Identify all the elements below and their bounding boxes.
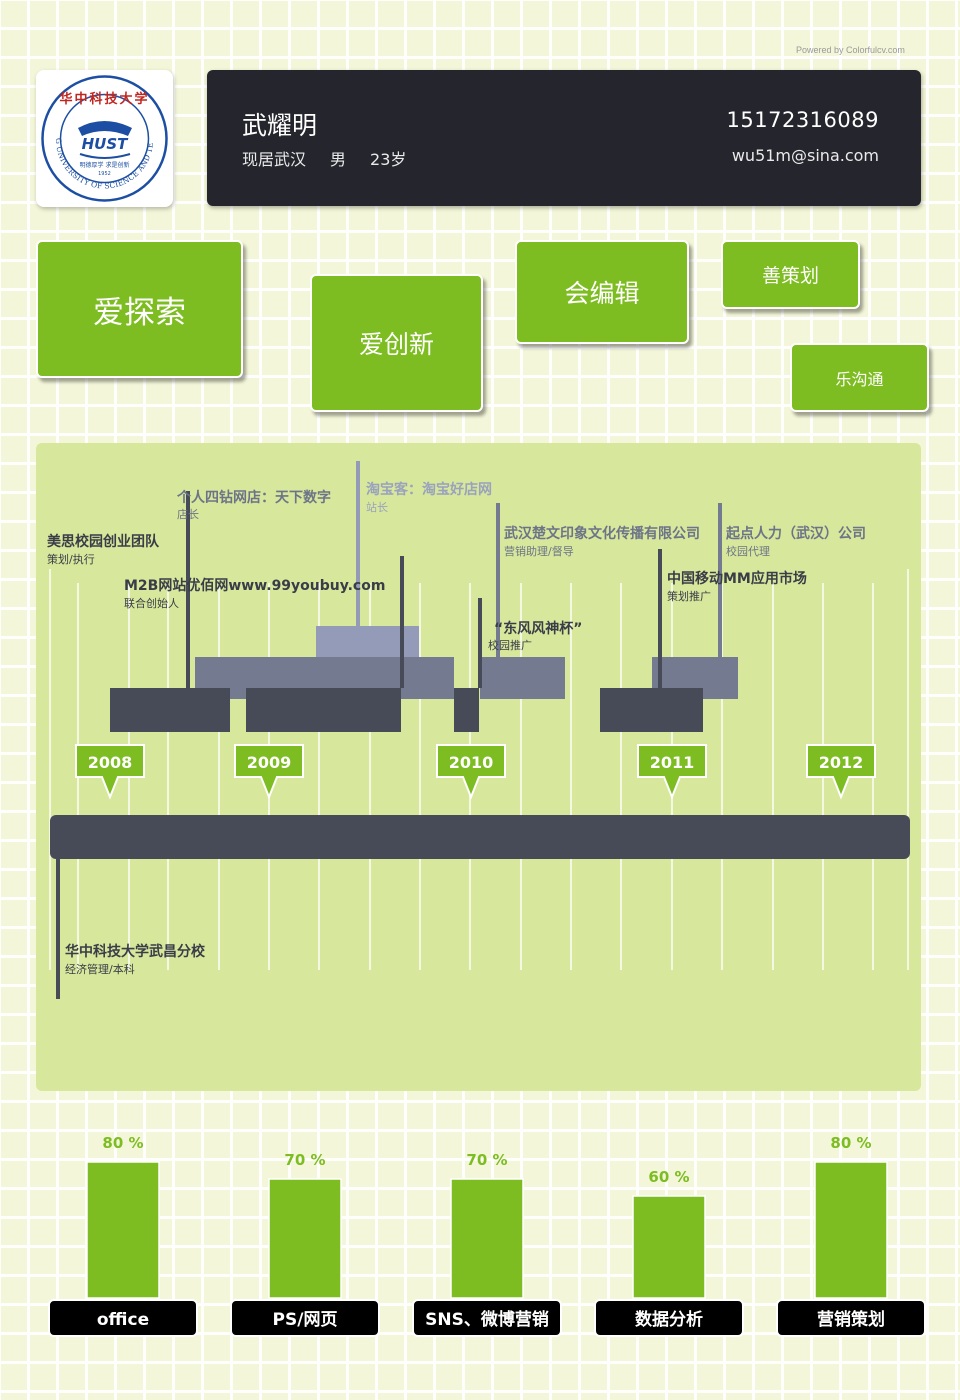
event-bar: [454, 688, 479, 732]
event-role: 策划/执行: [47, 552, 95, 566]
event-role: 营销助理/督导: [504, 544, 574, 558]
skill-percent-label: 80 %: [102, 1134, 143, 1152]
skill-name: SNS、微博营销: [425, 1309, 549, 1330]
profile-gender: 男: [330, 150, 347, 169]
event-role: 店长: [177, 507, 199, 521]
event-title: “东风风神杯”: [494, 620, 582, 637]
logo-top-text: 华中科技大学: [59, 91, 149, 107]
skill-bar: [450, 1178, 524, 1299]
event-role: 站长: [366, 500, 388, 514]
year-label: 2010: [449, 753, 494, 772]
experience-timeline: 2008 2009 2010 2011 2012 美思校园创业团队 策划/执行 …: [36, 443, 921, 1091]
profile-info: 现居武汉 男 23岁: [242, 146, 430, 170]
university-logo: HUAZHONG UNIVERSITY OF SCIENCE AND TECHN…: [36, 70, 173, 207]
profile-phone: 15172316089: [726, 108, 879, 132]
trait-box: 爱创新: [310, 274, 483, 412]
trait-box: 善策划: [721, 240, 860, 309]
skill-percent-label: 60 %: [648, 1168, 689, 1186]
profile-name: 武耀明: [242, 111, 318, 140]
event-role: 校园代理: [726, 544, 770, 558]
trait-box: 爱探索: [36, 240, 243, 378]
skill-name-tag: [412, 1299, 562, 1337]
skill-bar: [86, 1161, 160, 1299]
event-title: 个人四钻网店：天下数字: [176, 489, 331, 506]
logo-founded: 1952: [98, 171, 111, 177]
event-title: 淘宝客：淘宝好店网: [366, 481, 492, 498]
skill-name-tag: [230, 1299, 380, 1337]
event-role: 策划推广: [667, 589, 711, 603]
year-label: 2011: [650, 753, 695, 772]
event-bar: [246, 688, 401, 732]
profile-email: wu51m@sina.com: [731, 146, 879, 165]
event-title: 起点人力（武汉）公司: [725, 525, 866, 542]
skill-name: office: [97, 1310, 149, 1330]
event-bar: [480, 657, 565, 699]
skill-percent-label: 70 %: [284, 1151, 325, 1169]
skill-name: 数据分析: [635, 1309, 703, 1330]
skill-name-tag: [594, 1299, 744, 1337]
profile-header: 武耀明 现居武汉 男 23岁 15172316089 wu51m@sina.com: [207, 70, 921, 206]
logo-mark: HUST: [82, 135, 130, 153]
year-badge: 2008: [75, 744, 145, 800]
year-label: 2012: [819, 753, 864, 772]
powered-by-credit: Powered by Colorfulcv.com: [796, 45, 905, 55]
education-title: 华中科技大学武昌分校: [65, 943, 206, 960]
event-title: M2B网站优佰网www.99youbuy.com: [124, 577, 385, 594]
year-badge: 2012: [806, 744, 876, 800]
event-title: 美思校园创业团队: [47, 533, 160, 550]
event-bar: [316, 626, 419, 659]
skill-bar: [632, 1195, 706, 1299]
logo-motto: 明德厚学 求是创新: [80, 161, 130, 169]
skill-bar: [814, 1161, 888, 1299]
event-role: 校园推广: [488, 638, 532, 652]
skill-name-tag: [48, 1299, 198, 1337]
skill-name: 营销策划: [817, 1309, 885, 1330]
event-bar: [600, 688, 703, 732]
event-title: 中国移动MM应用市场: [667, 570, 807, 587]
skill-bar: [268, 1178, 342, 1299]
trait-box: 会编辑: [515, 240, 689, 344]
event-bar: [110, 688, 230, 732]
profile-location: 现居武汉: [242, 150, 307, 169]
profile-age: 23岁: [370, 150, 407, 169]
event-title: 武汉楚文印象文化传播有限公司: [504, 525, 700, 542]
skill-name-tag: [776, 1299, 926, 1337]
skill-percent-label: 70 %: [466, 1151, 507, 1169]
skill-percent-label: 80 %: [830, 1134, 871, 1152]
trait-box: 乐沟通: [790, 343, 929, 412]
year-label: 2008: [88, 753, 133, 772]
year-label: 2009: [247, 753, 292, 772]
year-badge: 2011: [637, 744, 707, 800]
skill-name: PS/网页: [273, 1310, 338, 1330]
year-badge: 2009: [234, 744, 304, 800]
education-bar: [50, 815, 910, 859]
event-role: 联合创始人: [124, 596, 179, 610]
education-role: 经济管理/本科: [65, 962, 135, 976]
skills-chart: 80 % office 70 % PS/网页 70 % SNS、微博营销 60 % 数据分析 8…: [0, 1100, 960, 1340]
year-badge: 2010: [436, 744, 506, 800]
